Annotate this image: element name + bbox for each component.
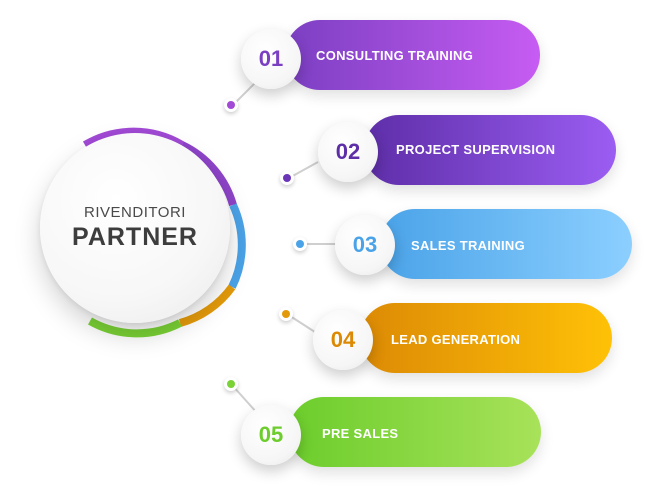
step-1-dot: [224, 98, 238, 112]
step-3-dot: [293, 237, 307, 251]
step-1-number: 01: [258, 46, 284, 71]
step-5-label: PRE SALES: [322, 426, 399, 441]
step-4-label: LEAD GENERATION: [391, 332, 521, 347]
step-3-label: SALES TRAINING: [411, 238, 525, 253]
hub-arc-purple: [180, 141, 237, 207]
connector-line-2: [288, 161, 319, 179]
step-4-dot: [279, 307, 293, 321]
step-1-badge: 01: [241, 29, 301, 89]
step-3-pill: [380, 209, 632, 279]
step-4-badge: 04: [313, 310, 373, 370]
step-2-label: PROJECT SUPERVISION: [396, 142, 556, 157]
hub-label: RIVENDITORI PARTNER: [40, 133, 230, 323]
step-3-badge: 03: [335, 215, 395, 275]
step-1-pill: [285, 20, 540, 90]
step-4-number: 04: [330, 327, 356, 352]
hub-arc-green: [88, 317, 182, 338]
step-2-badge: 02: [318, 122, 378, 182]
hub-arc-blue: [228, 203, 246, 289]
hub-arc-orange: [178, 284, 236, 327]
step-5-dot: [224, 377, 238, 391]
step-2-dot: [280, 171, 294, 185]
step-5-badge: 05: [241, 405, 301, 465]
step-3-number: 03: [352, 232, 378, 257]
step-1-label: CONSULTING TRAINING: [316, 48, 474, 63]
step-2-number: 02: [335, 139, 361, 164]
hub-title: PARTNER: [72, 223, 198, 251]
step-5-pill: [289, 397, 541, 467]
step-2-pill: [364, 115, 616, 185]
step-4-pill: [360, 303, 612, 373]
hub-subtitle: RIVENDITORI: [84, 204, 186, 221]
step-5-number: 05: [258, 422, 284, 447]
hub-circle: [40, 133, 230, 323]
